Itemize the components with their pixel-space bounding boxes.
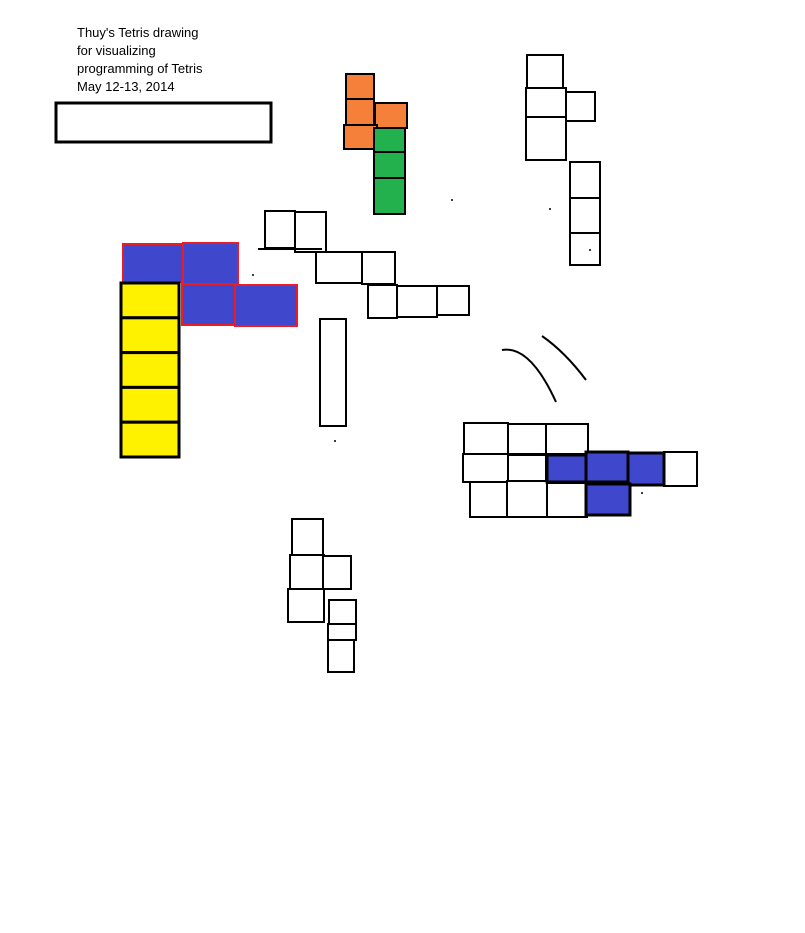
- empty-cell: [463, 422, 509, 455]
- empty-cell: [565, 91, 596, 122]
- empty-cell: [462, 453, 509, 483]
- empty-cell: [396, 285, 438, 318]
- yellow-cell: [119, 385, 181, 424]
- orange-cell: [345, 73, 375, 100]
- blue-cell: [584, 450, 630, 484]
- empty-vertical-bar: [319, 318, 347, 427]
- yellow-cell: [119, 316, 181, 355]
- curve-stroke: [541, 335, 587, 381]
- empty-cell: [525, 116, 567, 161]
- blue-cell: [182, 242, 239, 285]
- empty-cell: [264, 210, 296, 249]
- empty-cell: [507, 454, 547, 483]
- green-cell: [373, 177, 406, 215]
- caption-line-2: for visualizing: [77, 43, 156, 58]
- stray-dot: [589, 249, 591, 251]
- empty-cell: [546, 482, 588, 518]
- blue-cell: [181, 283, 236, 326]
- green-cell: [373, 151, 406, 179]
- empty-cell: [469, 481, 508, 518]
- empty-bar-block: [54, 101, 273, 144]
- orange-cell: [374, 102, 408, 129]
- empty-cell: [327, 639, 355, 673]
- empty-cell: [663, 451, 698, 487]
- caption-line-4: May 12-13, 2014: [77, 79, 175, 94]
- caption-line-1: Thuy's Tetris drawing: [77, 25, 199, 40]
- orange-cell: [345, 98, 375, 126]
- stray-dot: [334, 440, 336, 442]
- empty-cell: [506, 480, 548, 518]
- empty-cell: [569, 197, 601, 234]
- stray-dot: [549, 208, 551, 210]
- empty-cell: [545, 423, 589, 455]
- empty-cell: [294, 211, 327, 253]
- stray-dot: [252, 274, 254, 276]
- empty-cell: [289, 554, 325, 590]
- empty-cell: [525, 87, 567, 119]
- blue-cell: [122, 243, 184, 283]
- orange-cell: [343, 124, 378, 150]
- empty-cell: [328, 599, 357, 625]
- empty-cell: [569, 232, 601, 266]
- empty-cell: [315, 251, 363, 284]
- empty-cell: [291, 518, 324, 556]
- stray-dot: [451, 199, 453, 201]
- caption-line-3: programming of Tetris: [77, 61, 203, 76]
- stray-dot: [641, 492, 643, 494]
- blue-cell: [545, 453, 588, 484]
- empty-cell: [322, 555, 352, 590]
- empty-cell: [367, 284, 398, 319]
- empty-cell: [526, 54, 564, 89]
- empty-cell: [507, 423, 547, 455]
- green-cell: [373, 127, 406, 153]
- yellow-cell: [119, 351, 181, 389]
- yellow-cell: [119, 420, 181, 459]
- yellow-cell: [119, 281, 181, 320]
- blue-cell: [584, 482, 632, 517]
- empty-cell: [361, 251, 396, 285]
- curve-stroke: [501, 348, 557, 403]
- blue-cell: [234, 284, 298, 327]
- empty-cell: [436, 285, 470, 316]
- empty-cell: [327, 623, 357, 641]
- empty-cell: [569, 161, 601, 199]
- drawing-caption: Thuy's Tetris drawing for visualizing pr…: [77, 24, 202, 96]
- empty-cell: [287, 588, 325, 623]
- blue-cell: [626, 451, 666, 487]
